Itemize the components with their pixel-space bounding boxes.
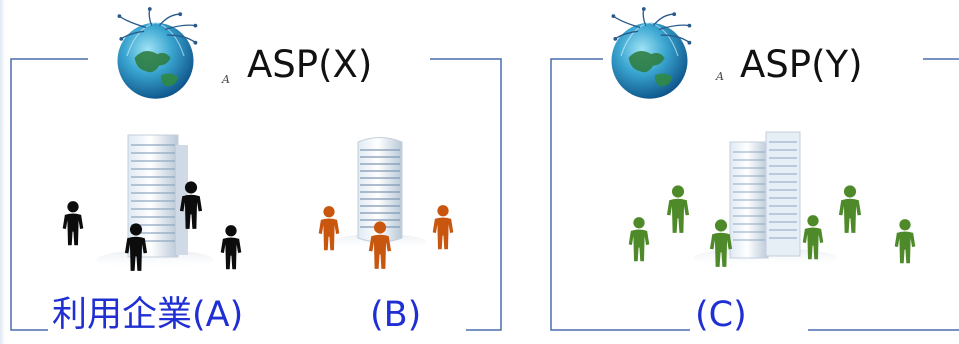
company-a-label: 利用企業(A) <box>52 295 244 335</box>
asp-x-frame <box>10 58 502 331</box>
office-building-a-icon <box>97 134 213 270</box>
company-b-label: (B) <box>370 295 422 335</box>
asp-x-title: ASP(X) <box>247 43 373 86</box>
person-icon <box>894 219 916 264</box>
asp-y-frame <box>550 58 959 331</box>
office-building-c-icon <box>693 131 837 268</box>
globe-network-icon <box>610 6 692 100</box>
tiny-mark-a: A <box>222 73 230 86</box>
left-edge-shading <box>0 0 5 344</box>
globe-network-icon <box>116 6 199 100</box>
tiny-mark-b: A <box>716 70 724 83</box>
person-icon <box>220 225 242 270</box>
person-icon <box>666 185 690 233</box>
person-icon <box>432 205 454 250</box>
person-icon <box>62 201 84 246</box>
person-icon <box>838 185 862 233</box>
person-icon <box>628 217 650 262</box>
asp-y-title: ASP(Y) <box>740 43 863 86</box>
company-c-label: (C) <box>695 295 747 335</box>
